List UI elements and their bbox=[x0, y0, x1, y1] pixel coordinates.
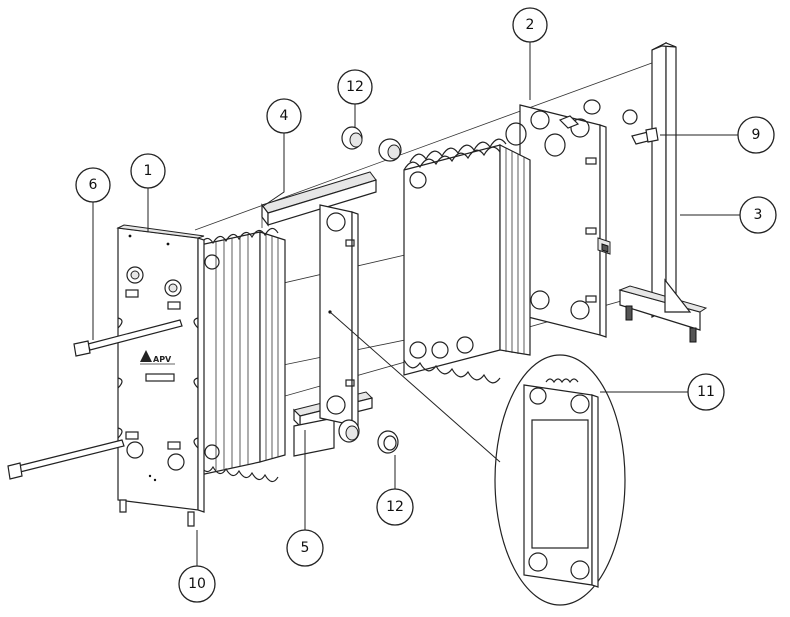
support-column bbox=[618, 42, 708, 343]
callout-circle bbox=[687, 373, 725, 411]
pressure-plate bbox=[519, 104, 611, 338]
callout-number: 3 bbox=[754, 207, 763, 223]
callout-circle bbox=[739, 196, 777, 234]
callout-3: 3 bbox=[739, 196, 777, 234]
plate-detail-view bbox=[494, 354, 626, 606]
pressure-plate-ports bbox=[505, 99, 659, 157]
tightening-bolts bbox=[7, 319, 183, 480]
callout-2: 2 bbox=[512, 7, 548, 43]
callout-9: 9 bbox=[737, 116, 775, 154]
upper-carrying-bar bbox=[261, 171, 377, 228]
connector-plate-fittings bbox=[338, 126, 402, 454]
callout-circle bbox=[130, 153, 166, 189]
callout-number: 2 bbox=[526, 17, 535, 33]
callout-circle bbox=[266, 98, 302, 134]
callout-5: 5 bbox=[286, 529, 324, 567]
callout-11: 11 bbox=[687, 373, 725, 411]
callout-number: 6 bbox=[89, 177, 98, 193]
callout-number: 5 bbox=[301, 540, 310, 556]
callout-1: 1 bbox=[130, 153, 166, 189]
callout-circle bbox=[376, 488, 414, 526]
callout-circle bbox=[737, 116, 775, 154]
callout-number: 9 bbox=[752, 127, 761, 143]
frame-plate bbox=[116, 224, 205, 527]
apv-logo: APV bbox=[140, 350, 175, 365]
callout-number: 10 bbox=[188, 576, 206, 592]
callout-4: 4 bbox=[266, 98, 302, 134]
callout-12a: 12 bbox=[337, 69, 373, 105]
plate-pack-left bbox=[199, 227, 286, 483]
callout-number: 4 bbox=[280, 108, 289, 124]
callout-number: 11 bbox=[697, 384, 715, 400]
callout-circle bbox=[512, 7, 548, 43]
callout-6: 6 bbox=[75, 167, 111, 203]
callout-number: 12 bbox=[346, 79, 364, 95]
plate-pack-right bbox=[403, 138, 531, 384]
callout-number: 1 bbox=[144, 163, 153, 179]
callout-circle bbox=[178, 565, 216, 603]
connector-plate bbox=[319, 204, 359, 428]
callout-circle bbox=[75, 167, 111, 203]
detail-leader-line bbox=[329, 311, 501, 463]
callout-10: 10 bbox=[178, 565, 216, 603]
callout-circle bbox=[337, 69, 373, 105]
callout-12b: 12 bbox=[376, 488, 414, 526]
callout-leaders bbox=[92, 42, 740, 567]
callout-circle bbox=[286, 529, 324, 567]
apv-logo-text: APV bbox=[153, 355, 172, 364]
callout-number: 12 bbox=[386, 499, 404, 515]
